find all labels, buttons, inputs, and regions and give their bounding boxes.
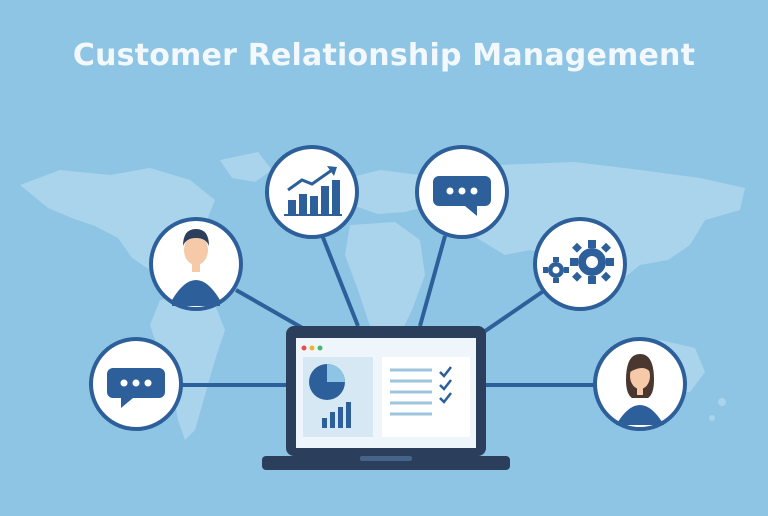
chat-bubble-icon-top bbox=[415, 145, 509, 239]
page-title: Customer Relationship Management bbox=[72, 38, 696, 73]
growth-chart-icon bbox=[265, 145, 359, 239]
female-user-icon bbox=[593, 337, 687, 431]
male-user-icon bbox=[149, 217, 243, 311]
gears-icon bbox=[533, 217, 627, 311]
chat-bubble-icon-left bbox=[89, 337, 183, 431]
laptop-dashboard-icon bbox=[262, 326, 510, 470]
